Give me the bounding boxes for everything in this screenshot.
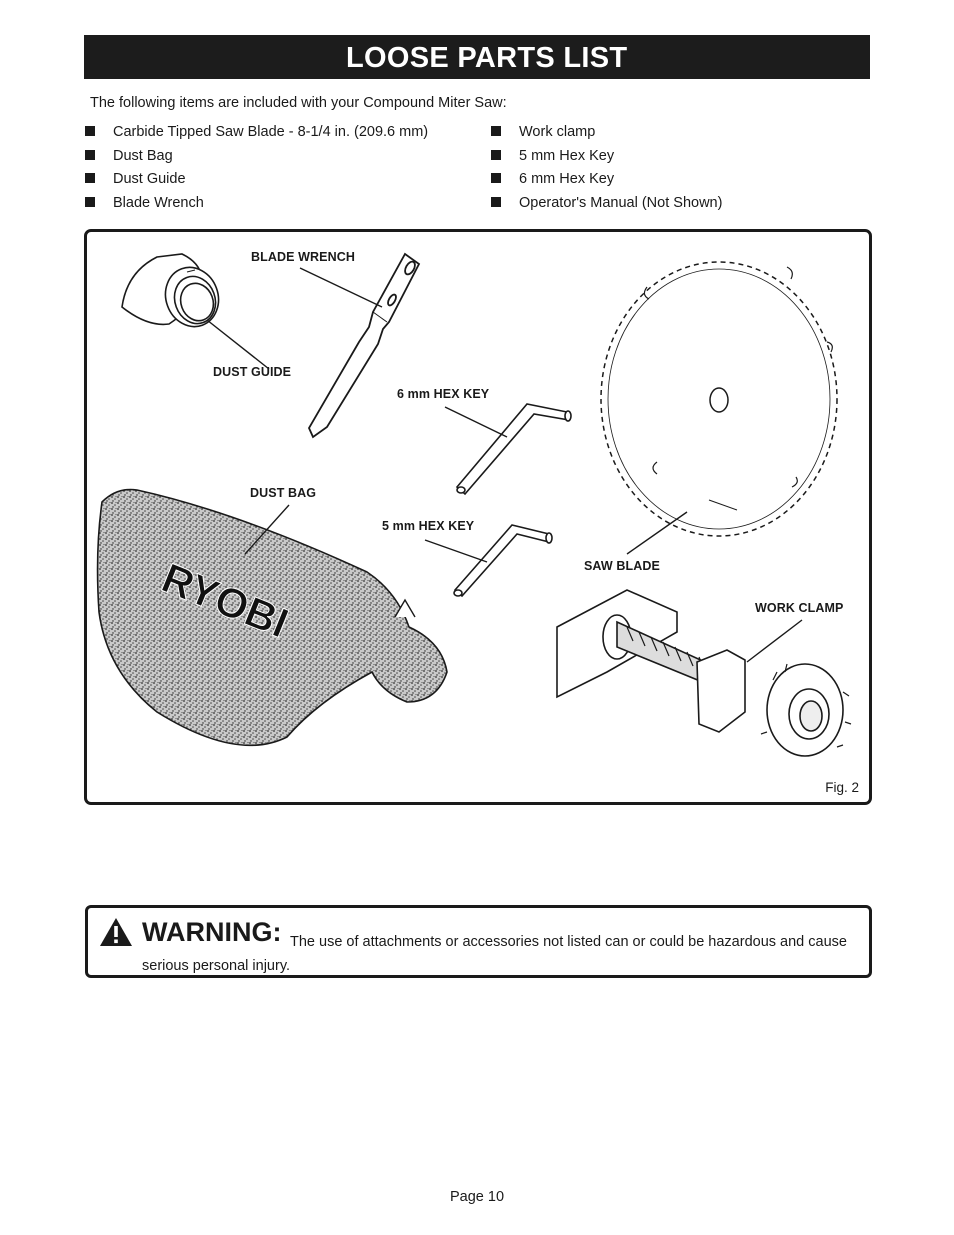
hex-key-5mm-illustration: [453, 524, 553, 598]
parts-list-left: Carbide Tipped Saw Blade - 8-1/4 in. (20…: [85, 122, 428, 216]
title-bar: LOOSE PARTS LIST: [84, 35, 870, 79]
square-bullet-icon: [85, 173, 95, 183]
list-item: Dust Bag: [85, 146, 428, 170]
label-hex-key-5mm: 5 mm HEX KEY: [382, 519, 475, 533]
warning-text: The use of attachments or accessories no…: [142, 934, 847, 974]
intro-text: The following items are included with yo…: [90, 95, 507, 111]
square-bullet-icon: [85, 126, 95, 136]
list-item: 6 mm Hex Key: [491, 169, 722, 193]
list-item: Carbide Tipped Saw Blade - 8-1/4 in. (20…: [85, 122, 428, 146]
page-number: Page 10: [449, 1189, 505, 1205]
label-dust-guide: DUST GUIDE: [213, 365, 292, 379]
list-item: Operator's Manual (Not Shown): [491, 193, 722, 217]
label-hex-key-6mm: 6 mm HEX KEY: [397, 387, 490, 401]
label-dust-bag: DUST BAG: [250, 486, 317, 500]
page-title: LOOSE PARTS LIST: [346, 42, 628, 74]
work-clamp-illustration: [556, 589, 852, 757]
label-work-clamp: WORK CLAMP: [755, 601, 844, 615]
square-bullet-icon: [85, 149, 95, 160]
warning-heading: WARNING:: [142, 917, 282, 947]
dust-guide-illustration: [121, 253, 220, 328]
list-item: Dust Guide: [85, 169, 428, 193]
hex-key-6mm-illustration: [455, 403, 572, 496]
dust-bag-illustration: RYOBI: [96, 488, 448, 747]
saw-blade-illustration: [600, 261, 838, 537]
warning-box: WARNING: The use of attachments or acces…: [85, 905, 872, 978]
parts-list-right: Work clamp 5 mm Hex Key 6 mm Hex Key Ope…: [491, 122, 722, 216]
leader-lines: [206, 267, 803, 663]
blade-wrench-illustration: [307, 252, 421, 439]
figure-caption: Fig. 2: [825, 780, 859, 795]
list-item: 5 mm Hex Key: [491, 146, 722, 170]
parts-figure: RYOBI BLADE WRENCH DUST GUIDE 6 mm: [84, 229, 872, 805]
warning-triangle-icon: [100, 918, 132, 946]
square-bullet-icon: [85, 196, 95, 207]
square-bullet-icon: [491, 149, 501, 160]
label-blade-wrench: BLADE WRENCH: [251, 250, 355, 264]
square-bullet-icon: [491, 173, 501, 183]
label-saw-blade: SAW BLADE: [584, 559, 660, 573]
square-bullet-icon: [491, 126, 501, 136]
square-bullet-icon: [491, 196, 501, 207]
parts-illustration: RYOBI: [96, 252, 852, 757]
list-item: Work clamp: [491, 122, 722, 146]
list-item: Blade Wrench: [85, 193, 428, 217]
